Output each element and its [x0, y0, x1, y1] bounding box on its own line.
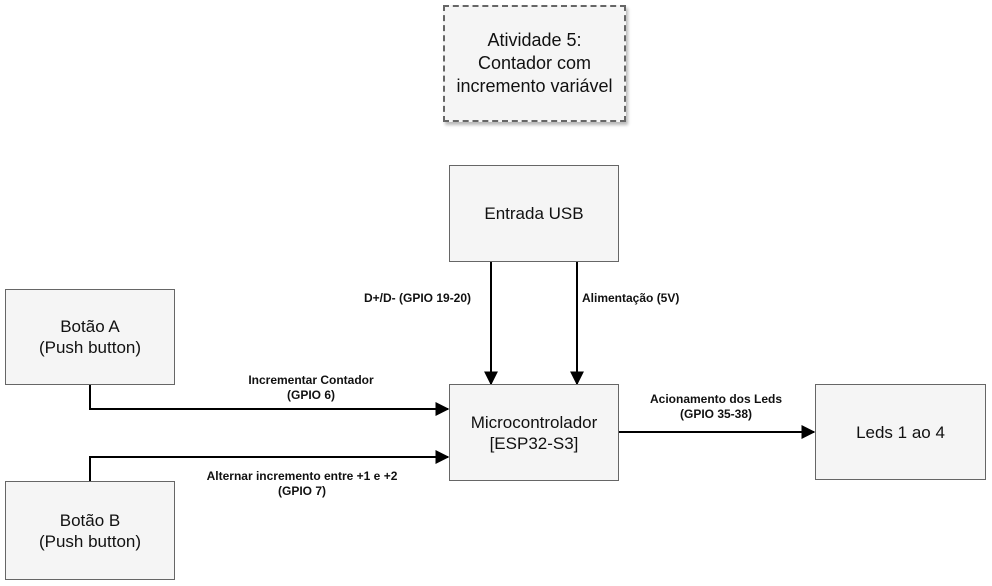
usb-data-label: D+/D- (GPIO 19-20) [364, 291, 472, 305]
usb-input-block: Entrada USB [449, 165, 619, 262]
leds-connection-label: Acionamento dos Leds (GPIO 35-38) [649, 392, 783, 421]
button-a-block: Botão A (Push button) [5, 289, 175, 385]
button-a-label: Incrementar Contador (GPIO 6) [248, 373, 374, 402]
button-b-label: Alternar incremento entre +1 e +2 (GPIO … [206, 469, 398, 498]
microcontroller-block: Microcontrolador [ESP32-S3] [449, 384, 619, 481]
diagram-title-block: Atividade 5: Contador com incremento var… [443, 5, 626, 122]
leds-block: Leds 1 ao 4 [815, 384, 986, 480]
usb-power-label: Alimentação (5V) [582, 291, 680, 305]
button-b-block: Botão B (Push button) [5, 481, 175, 580]
